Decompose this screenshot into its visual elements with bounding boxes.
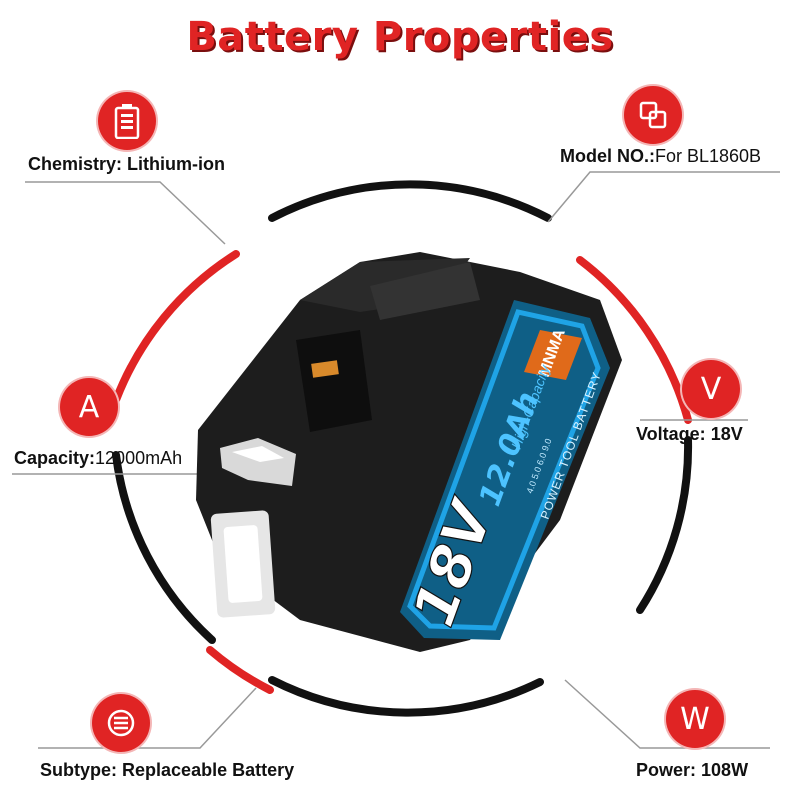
power-value: 108W — [701, 760, 749, 780]
copy-squares-icon — [624, 86, 682, 144]
letter-v-icon: V — [682, 360, 740, 418]
subtype-label: Subtype: Replaceable Battery — [40, 760, 294, 781]
capacity-value: 12000mAh — [95, 448, 183, 468]
power-label: Power: 108W — [636, 760, 748, 781]
letter-w-icon: W — [666, 690, 724, 748]
power-key: Power: — [636, 760, 697, 780]
chemistry-value: Lithium-ion — [127, 154, 226, 174]
page-title: Battery Properties — [186, 14, 614, 60]
battery-icon — [98, 92, 156, 150]
menu-lines-icon — [92, 694, 150, 752]
letter-w-glyph: W — [680, 701, 710, 737]
letter-v-glyph: V — [700, 371, 722, 407]
chemistry-label: Chemistry: Lithium-ion — [28, 154, 225, 175]
capacity-key: Capacity: — [14, 448, 96, 468]
letter-a-icon: A — [60, 378, 118, 436]
voltage-key: Voltage: — [636, 424, 706, 444]
voltage-value: 18V — [710, 424, 743, 444]
letter-a-glyph: A — [78, 389, 100, 425]
model-label: Model NO.:For BL1860B — [560, 146, 761, 167]
subtype-key: Subtype: — [40, 760, 118, 780]
chemistry-key: Chemistry: — [28, 154, 123, 174]
model-value: For BL1860B — [655, 146, 762, 166]
capacity-label: Capacity:12000mAh — [14, 448, 182, 469]
model-key: Model NO.: — [560, 146, 655, 166]
voltage-label: Voltage: 18V — [636, 424, 743, 445]
subtype-value: Replaceable Battery — [122, 760, 295, 780]
